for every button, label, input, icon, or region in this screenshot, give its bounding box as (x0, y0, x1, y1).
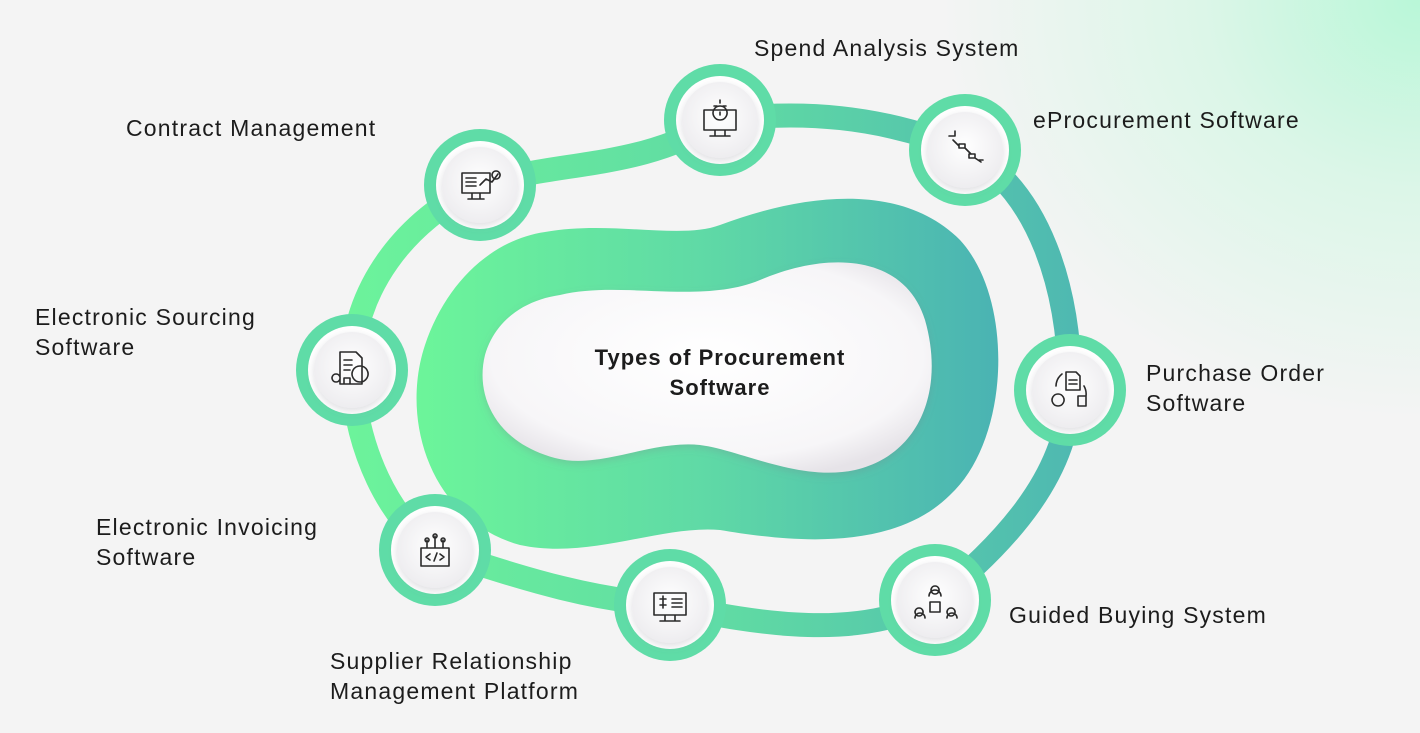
label-contract-management: Contract Management (126, 115, 377, 141)
label-supplier-relationship: Supplier Relationship Management Platfor… (330, 648, 580, 704)
node-guided-buying (879, 544, 991, 656)
buyers-cycle-icon (914, 585, 958, 619)
workflow-steps-icon (948, 130, 984, 163)
label-guided-buying: Guided Buying System (1009, 602, 1267, 628)
node-electronic-sourcing (296, 314, 408, 426)
gear-monitor-icon (703, 99, 737, 137)
node-purchase-order (1014, 334, 1126, 446)
node-face (897, 562, 973, 638)
node-face (632, 567, 708, 643)
center-title-line-2: Software (669, 375, 771, 400)
node-eprocurement (909, 94, 1021, 206)
invoice-monitor-icon (653, 592, 687, 622)
monitor-chart-icon (461, 170, 501, 200)
node-electronic-invoicing (379, 494, 491, 606)
label-electronic-invoicing: Electronic Invoicing Software (96, 514, 319, 570)
label-electronic-sourcing: Electronic Sourcing Software (35, 304, 256, 360)
center-inner-blob (482, 262, 932, 473)
document-gear-icon (331, 351, 369, 385)
node-supplier-relationship (614, 549, 726, 661)
center-title-line-1: Types of Procurement (594, 345, 846, 370)
code-box-icon (420, 533, 450, 567)
node-contract-management (424, 129, 536, 241)
node-face (397, 512, 473, 588)
label-eprocurement: eProcurement Software (1033, 107, 1300, 133)
node-face (927, 112, 1003, 188)
node-spend-analysis (664, 64, 776, 176)
center-title: Types of Procurement Software (540, 343, 900, 403)
order-cycle-icon (1051, 371, 1087, 407)
node-face (314, 332, 390, 408)
label-purchase-order: Purchase Order Software (1146, 360, 1326, 416)
label-spend-analysis: Spend Analysis System (754, 35, 1020, 61)
